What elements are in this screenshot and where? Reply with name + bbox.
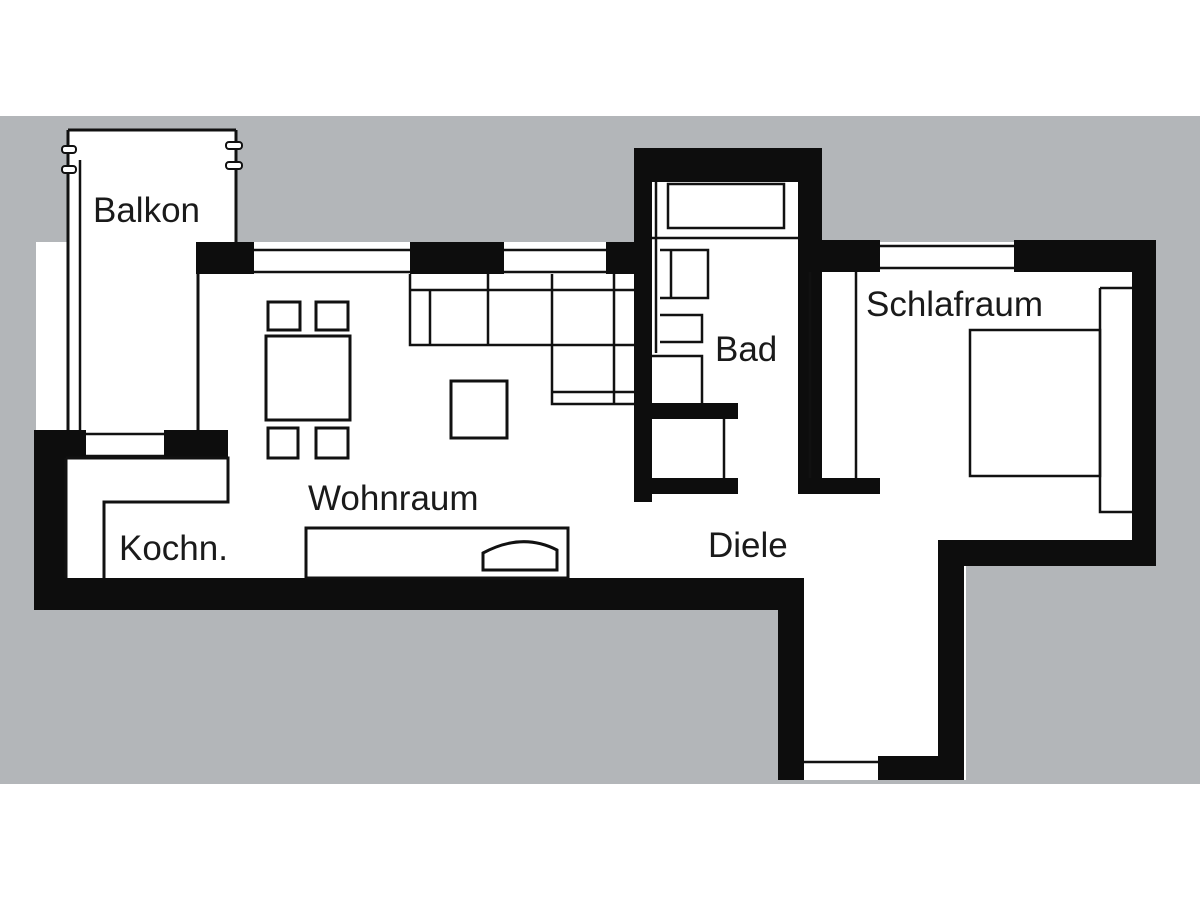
coffee-table bbox=[449, 379, 509, 440]
room-label-bad: Bad bbox=[715, 330, 777, 369]
room-label-diele: Diele bbox=[708, 526, 788, 565]
room-label-schlafraum: Schlafraum bbox=[866, 285, 1043, 324]
sideboard bbox=[304, 526, 570, 580]
room-label-balkon: Balkon bbox=[93, 191, 200, 230]
bath-fixtures bbox=[652, 182, 800, 478]
bedroom-furniture bbox=[808, 272, 1132, 514]
kitchen-counter bbox=[64, 456, 230, 578]
room-label-kochn: Kochn. bbox=[119, 529, 228, 568]
walls bbox=[34, 148, 1156, 780]
room-labels: Balkon Wohnraum Kochn. Bad Schlafraum Di… bbox=[93, 191, 1043, 568]
windows-and-railings bbox=[61, 128, 1014, 764]
sofa bbox=[408, 274, 634, 406]
dining-table bbox=[264, 300, 352, 460]
room-label-wohnraum: Wohnraum bbox=[308, 479, 479, 518]
